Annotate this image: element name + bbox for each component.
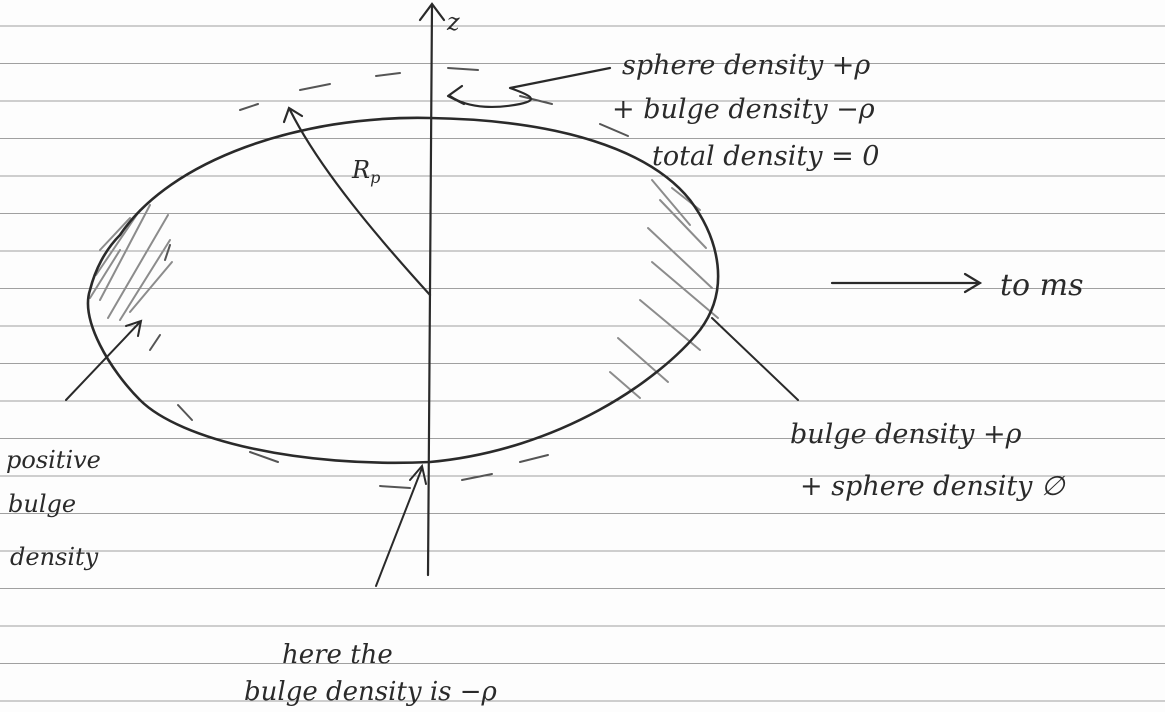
annotation-top-line1: sphere density +ρ (622, 50, 870, 81)
annotation-left-line2: bulge (8, 490, 76, 518)
right-annotation-pointer (711, 317, 799, 401)
bottom-annotation-pointer (375, 463, 427, 587)
planet-outline (86, 116, 720, 465)
z-axis-label: z (446, 8, 460, 36)
annotation-right-line2: + sphere density ∅ (800, 471, 1066, 502)
annotation-right-line1: bulge density +ρ (790, 419, 1022, 450)
ruled-lines (0, 25, 1165, 702)
sphere-outline-dashed (149, 67, 629, 489)
radius-arrow (282, 106, 432, 297)
direction-label: to ms (1000, 268, 1084, 303)
radius-label: Rp (351, 156, 380, 187)
left-shading (89, 204, 173, 321)
radius-label-main: R (351, 156, 370, 184)
radius-label-sub: p (370, 168, 380, 187)
annotation-bottom-line1: here the (282, 640, 393, 670)
annotation-bottom-line2: bulge density is −ρ (244, 677, 498, 707)
annotation-left-line1: positive (6, 446, 101, 474)
z-axis (418, 2, 446, 577)
right-shading (609, 179, 719, 399)
left-annotation-pointer (65, 319, 143, 401)
annotation-top-line2: + bulge density −ρ (612, 94, 875, 125)
annotation-top-line3: total density = 0 (652, 141, 879, 172)
annotation-left-line3: density (10, 543, 99, 571)
direction-arrow (830, 272, 983, 294)
top-annotation-arrow (446, 66, 612, 109)
